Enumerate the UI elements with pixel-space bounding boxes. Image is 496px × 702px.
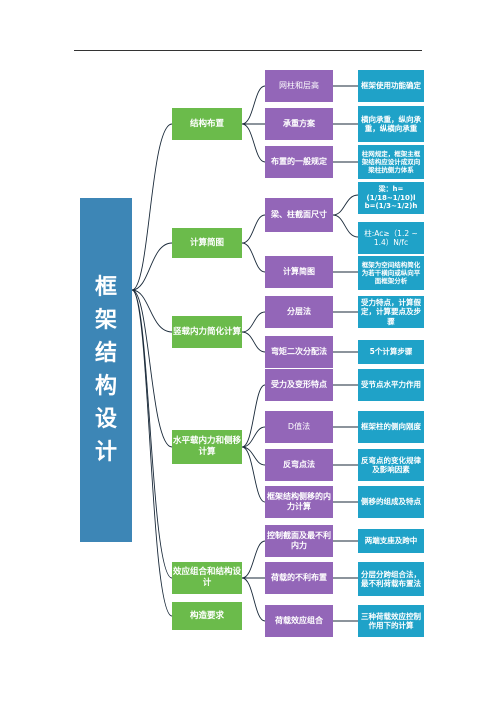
root-char: 计 — [94, 440, 117, 465]
node-lateral-drift-forces: 框架结构侧移的内力计算 — [265, 486, 333, 518]
section-vertical-load-analysis: 竖载内力简化计算 — [172, 316, 242, 348]
leaf-five-steps: 5个计算步骤 — [358, 340, 424, 364]
node-force-deformation: 受力及变形特点 — [265, 369, 333, 401]
leaf-drift-composition: 侧移的组成及特点 — [358, 486, 424, 518]
node-beam-column-sizes: 梁、柱截面尺寸 — [265, 198, 333, 232]
leaf-column-grid-rules: 柱网规定，框架主框架结构应设计成双向梁柱抗侧力体系 — [358, 145, 424, 179]
leaf-usage-function: 框架使用功能确定 — [358, 70, 424, 102]
section-structure-layout: 结构布置 — [172, 108, 242, 140]
root-char: 框 — [94, 275, 117, 300]
leaf-layer-method-steps: 受力特点，计算假定，计算要点及步骤 — [358, 296, 424, 328]
node-control-section: 控制截面及最不利内力 — [265, 525, 333, 557]
node-moment-redistribution: 弯矩二次分配法 — [265, 336, 333, 368]
leaf-column-area-formula: 柱:Ac≥（1.2 ~ 1.4）N/fc — [358, 222, 424, 254]
root-char: 结 — [94, 341, 117, 366]
leaf-planar-frame-analysis: 框架为空间结构简化为若干横向或纵向平面框架分析 — [358, 256, 424, 290]
node-calculation-diagram: 计算简图 — [265, 256, 333, 288]
leaf-inflection-factors: 反弯点的变化规律及影响因素 — [358, 449, 424, 481]
section-horizontal-load-analysis: 水平载内力和侧移计算 — [172, 430, 242, 464]
leaf-node-horizontal-force: 受节点水平力作用 — [358, 369, 424, 401]
node-layer-method: 分层法 — [265, 296, 333, 328]
leaf-lateral-stiffness: 框架柱的侧向刚度 — [358, 411, 424, 443]
node-load-effect-combination: 荷载效应组合 — [265, 605, 333, 637]
node-load-bearing-scheme: 承重方案 — [265, 108, 333, 140]
section-load-combination-design: 效应组合和结构设计 — [172, 562, 242, 594]
leaf-beam-size-formula: 梁：h=(1/18~1/10)l b=(1/3~1/2)h — [358, 182, 424, 214]
root-node: 框 架 结 构 设 计 — [80, 198, 132, 542]
leaf-combination-methods: 分层分跨组合法，最不利荷载布置法 — [358, 562, 424, 596]
section-detailing-requirements: 构造要求 — [172, 602, 242, 630]
root-char: 架 — [94, 308, 117, 333]
leaf-supports-midspan: 两端支座及跨中 — [358, 529, 424, 553]
root-char: 构 — [94, 374, 117, 399]
leaf-bearing-directions: 横向承重，纵向承重，纵横向承重 — [358, 106, 424, 142]
node-layout-general-rules: 布置的一般规定 — [265, 146, 333, 178]
leaf-three-load-effects: 三种荷载效应控制作用下的计算 — [358, 605, 424, 637]
node-inflection-point-method: 反弯点法 — [265, 449, 333, 481]
node-d-value-method: D值法 — [265, 411, 333, 443]
root-char: 设 — [94, 407, 117, 432]
header-rule — [74, 50, 422, 51]
node-column-grid-height: 网柱和层高 — [265, 70, 333, 102]
section-calculation-diagram: 计算简图 — [172, 228, 242, 258]
node-unfavorable-load: 荷载的不利布置 — [265, 562, 333, 594]
